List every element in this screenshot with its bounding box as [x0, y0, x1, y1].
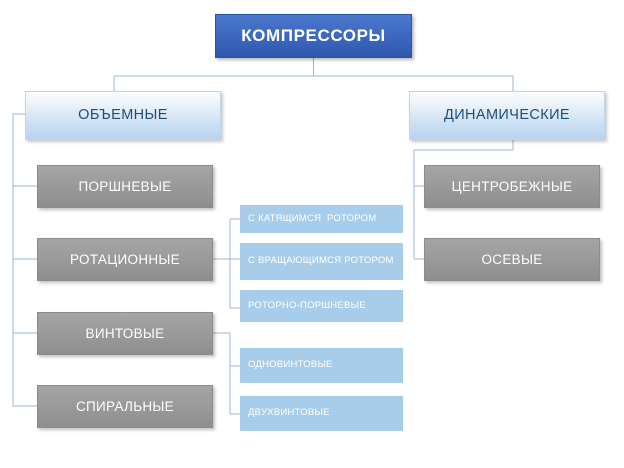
node-volumetric-screw-label: ВИНТОВЫЕ — [85, 325, 165, 341]
node-screw-single[interactable]: ОДНОВИНТОВЫЕ — [240, 348, 403, 383]
node-dynamic-centrifugal[interactable]: ЦЕНТРОБЕЖНЫЕ — [424, 165, 600, 208]
node-category-volumetric[interactable]: ОБЪЕМНЫЕ — [25, 91, 221, 140]
node-dynamic-axial[interactable]: ОСЕВЫЕ — [424, 238, 600, 281]
node-screw-double-label: ДВУХВИНТОВЫЕ — [248, 407, 330, 419]
node-root-compressors[interactable]: КОМПРЕССОРЫ — [215, 14, 412, 58]
node-rotary-rotary-piston[interactable]: РОТОРНО-ПОРШНЕВЫЕ — [240, 290, 403, 322]
node-rotary-rotating-rotor-label: С ВРАЩАЮЩИМСЯ РОТОРОМ — [248, 255, 394, 267]
node-root-label: КОМПРЕССОРЫ — [241, 26, 386, 46]
node-screw-single-label: ОДНОВИНТОВЫЕ — [248, 359, 333, 371]
node-volumetric-piston[interactable]: ПОРШНЕВЫЕ — [37, 165, 213, 208]
node-category-dynamic[interactable]: ДИНАМИЧЕСКИЕ — [409, 91, 605, 140]
node-category-dynamic-label: ДИНАМИЧЕСКИЕ — [443, 107, 571, 124]
node-volumetric-piston-label: ПОРШНЕВЫЕ — [78, 178, 172, 194]
node-volumetric-screw[interactable]: ВИНТОВЫЕ — [37, 312, 213, 355]
node-rotary-rotary-piston-label: РОТОРНО-ПОРШНЕВЫЕ — [248, 299, 366, 311]
node-screw-double[interactable]: ДВУХВИНТОВЫЕ — [240, 396, 403, 431]
node-category-volumetric-label: ОБЪЕМНЫЕ — [78, 107, 168, 124]
node-rotary-rolling-rotor[interactable]: С КАТЯЩИМСЯ РОТОРОМ — [240, 205, 403, 233]
node-volumetric-scroll-label: СПИРАЛЬНЫЕ — [76, 398, 174, 414]
node-dynamic-centrifugal-label: ЦЕНТРОБЕЖНЫЕ — [451, 178, 573, 194]
node-rotary-rotating-rotor[interactable]: С ВРАЩАЮЩИМСЯ РОТОРОМ — [240, 243, 403, 280]
node-rotary-rolling-rotor-label: С КАТЯЩИМСЯ РОТОРОМ — [248, 212, 377, 224]
node-volumetric-scroll[interactable]: СПИРАЛЬНЫЕ — [37, 385, 213, 428]
node-volumetric-rotary[interactable]: РОТАЦИОННЫЕ — [37, 238, 213, 281]
node-dynamic-axial-label: ОСЕВЫЕ — [481, 251, 543, 267]
node-volumetric-rotary-label: РОТАЦИОННЫЕ — [70, 251, 180, 267]
